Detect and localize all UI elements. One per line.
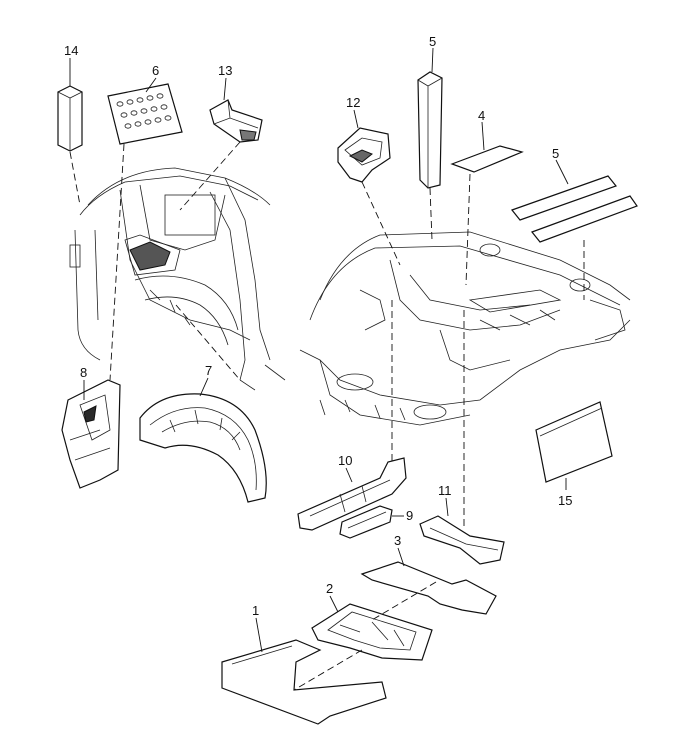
part-14-block bbox=[57, 85, 83, 152]
part-5-twin-strips bbox=[511, 175, 638, 243]
callout-11: 11 bbox=[438, 483, 452, 498]
part-1-floor-mat bbox=[221, 639, 387, 725]
callout-4: 4 bbox=[478, 108, 485, 123]
callout-8: 8 bbox=[80, 365, 87, 380]
assembly-dashed-lines bbox=[69, 141, 585, 691]
leader-lines bbox=[69, 47, 569, 653]
callout-5-right: 5 bbox=[552, 146, 559, 161]
part-7-wheelhouse-liner bbox=[139, 393, 267, 503]
part-4-flat-pad bbox=[450, 145, 524, 173]
callout-3: 3 bbox=[394, 533, 401, 548]
part-8-side-insulation bbox=[61, 379, 121, 489]
part-15-pad bbox=[535, 401, 613, 483]
callout-6: 6 bbox=[152, 63, 159, 78]
callout-2: 2 bbox=[326, 581, 333, 596]
part-10-long-bracket bbox=[297, 457, 407, 531]
callout-12: 12 bbox=[346, 95, 360, 110]
callout-15: 15 bbox=[558, 493, 572, 508]
part-6-perforated-pad bbox=[107, 83, 183, 145]
callout-9: 9 bbox=[406, 508, 413, 523]
right-floor-section bbox=[299, 231, 631, 426]
callout-labels: 14 6 13 12 5 4 5 8 7 10 9 11 15 3 2 1 bbox=[64, 34, 572, 618]
callout-10: 10 bbox=[338, 453, 352, 468]
callout-5-top: 5 bbox=[429, 34, 436, 49]
callout-1: 1 bbox=[252, 603, 259, 618]
callout-13: 13 bbox=[218, 63, 232, 78]
part-3-floor-pad bbox=[360, 561, 497, 615]
part-5-tall-strip bbox=[417, 71, 443, 189]
left-body-section bbox=[69, 167, 286, 391]
callout-7: 7 bbox=[205, 363, 212, 378]
part-13-bracket bbox=[209, 99, 263, 143]
part-2-tray bbox=[311, 603, 433, 661]
callout-14: 14 bbox=[64, 43, 78, 58]
part-9-small-bracket bbox=[339, 505, 393, 539]
part-12-bracket bbox=[337, 127, 391, 183]
part-11-bracket bbox=[419, 515, 505, 565]
